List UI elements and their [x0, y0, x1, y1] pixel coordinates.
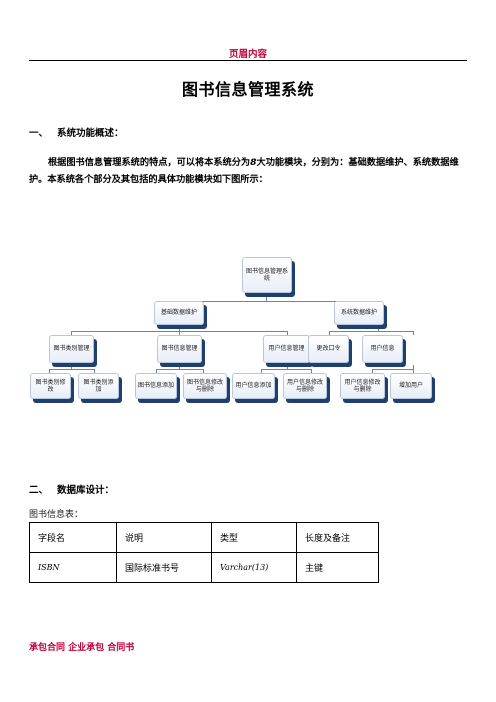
diagram-node-system-data: 系统数据维护 — [334, 301, 384, 325]
page-footer: 承包合同 企业承包 合同书 — [29, 643, 135, 653]
connector — [71, 365, 72, 369]
page-header: 页眉内容 — [228, 49, 267, 60]
table-cell: ISBN — [29, 552, 117, 583]
diagram-node-book-info-mgmt: 图书信息管理 — [157, 335, 202, 363]
table-caption: 图书信息表： — [29, 510, 84, 520]
connector — [261, 369, 262, 373]
table-row: ISBN 国际标准书号 Varchar(13) 主键 — [29, 552, 379, 583]
diagram-node-user-edit-delete: 用户信息修改与删除 — [283, 373, 327, 399]
connector — [179, 301, 378, 302]
connector — [94, 369, 95, 373]
book-info-table: 字段名 说明 类型 长度及备注 ISBN 国际标准书号 Varchar(13) … — [29, 522, 379, 583]
connector — [179, 325, 180, 331]
section-heading-2: 二、数据库设计： — [29, 482, 114, 496]
table-cell: Varchar(13) — [211, 552, 297, 583]
table-header-cell: 说明 — [116, 522, 212, 553]
connector — [261, 369, 311, 370]
table-header-row: 字段名 说明 类型 长度及备注 — [29, 522, 379, 553]
connector — [49, 369, 50, 373]
connector — [311, 369, 312, 373]
connector — [179, 365, 180, 369]
diagram-node-basic-data: 基础数据维护 — [154, 301, 204, 325]
table-cell: 国际标准书号 — [116, 552, 212, 583]
section-title: 系统功能概述： — [57, 128, 124, 139]
diagram-node-add-user: 增加用户 — [390, 373, 432, 399]
diagram-node-user-info-mgmt: 用户信息管理 — [263, 335, 310, 363]
connector — [203, 369, 204, 373]
section-heading-1: 一、系统功能概述： — [29, 125, 124, 139]
section-number: 二、 — [29, 485, 49, 496]
section-title: 数据库设计： — [57, 485, 115, 496]
connector — [287, 365, 288, 369]
connector — [378, 325, 379, 331]
connector — [329, 331, 413, 332]
diagram-node-user-add: 用户信息添加 — [232, 373, 275, 399]
intro-paragraph: 根据图书信息管理系统的特点，可以将本系统分为8大功能模块，分别为：基础数据维护、… — [29, 154, 469, 188]
diagram-node-user-info-edit-delete: 用户信息修改与删除 — [340, 373, 385, 399]
connector — [372, 369, 373, 373]
diagram-node-user-info: 用户信息 — [362, 335, 403, 363]
diagram-node-category-mgmt: 图书类别管理 — [49, 335, 94, 363]
document-title: 图书信息管理系统 — [181, 80, 314, 99]
connector — [156, 369, 203, 370]
table-cell: 主键 — [296, 552, 379, 583]
connector — [413, 365, 414, 369]
diagram-node-book-edit-delete: 图书信息修改与删除 — [183, 373, 227, 399]
diagram-node-category-add: 图书类别添加 — [78, 373, 119, 399]
connector — [179, 331, 180, 335]
section-number: 一、 — [29, 128, 49, 139]
header-divider — [29, 60, 467, 61]
diagram-node-book-add: 图书信息添加 — [135, 373, 177, 399]
connector — [287, 331, 288, 335]
connector — [71, 331, 72, 335]
connector — [49, 369, 94, 370]
module-count: 8 — [250, 157, 257, 168]
diagram-node-category-edit: 图书类别修改 — [30, 373, 71, 399]
connector — [156, 369, 157, 373]
function-module-diagram: 图书信息管理系统 基础数据维护 系统数据维护 图书类别管理 图书信息管理 用户信… — [29, 255, 434, 407]
table-header-cell: 长度及备注 — [296, 522, 379, 553]
connector — [413, 331, 414, 335]
diagram-node-change-password: 更改口令 — [308, 335, 349, 363]
diagram-node-root: 图书信息管理系统 — [242, 257, 292, 293]
intro-text-2: 大功能模块，分别为：基础数据维护、系统数据维护。本系统各个部分及其包括的具体功能… — [29, 157, 459, 185]
connector — [413, 369, 414, 373]
connector — [266, 295, 267, 301]
table-header-cell: 字段名 — [29, 522, 117, 553]
connector — [329, 331, 330, 335]
intro-text-1: 根据图书信息管理系统的特点，可以将本系统分为 — [48, 157, 251, 168]
connector — [372, 369, 413, 370]
table-header-cell: 类型 — [211, 522, 297, 553]
